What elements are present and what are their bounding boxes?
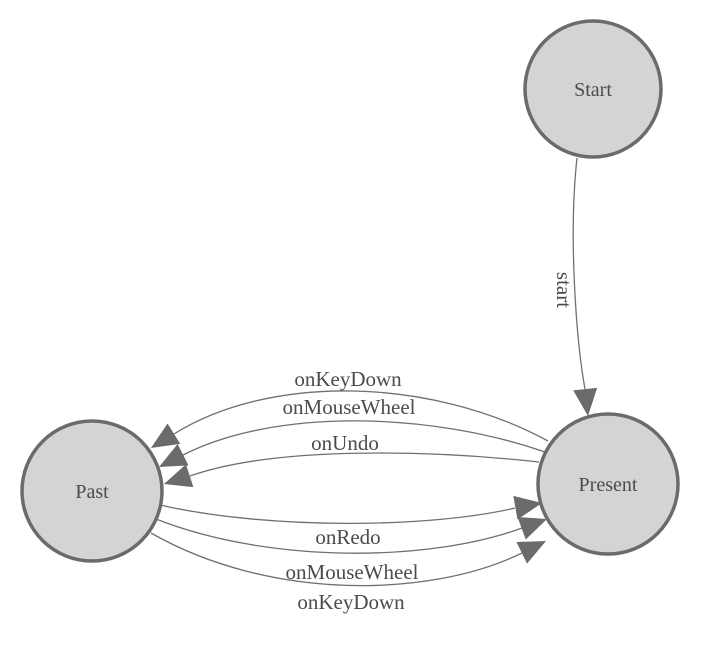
transition-past-to-present-onredo[interactable]: onRedo bbox=[159, 491, 544, 549]
edge-arrowhead-icon[interactable] bbox=[145, 423, 181, 459]
edge-label-onredo: onRedo bbox=[315, 525, 380, 549]
edge-label-onmousewheel: onMouseWheel bbox=[283, 395, 416, 419]
state-circle[interactable] bbox=[20, 419, 164, 563]
edge-path[interactable] bbox=[173, 390, 549, 442]
edge-path[interactable] bbox=[189, 452, 540, 477]
edge-label-onundo: onUndo bbox=[311, 431, 379, 455]
edge-label-onmousewheel: onMouseWheel bbox=[286, 560, 419, 584]
edge-label-start: start bbox=[552, 272, 576, 308]
state-circle[interactable] bbox=[523, 19, 663, 159]
transition-past-to-present-onmousewheel[interactable]: onMouseWheel bbox=[155, 508, 552, 584]
edge-arrowhead-icon[interactable] bbox=[160, 464, 194, 495]
edge-arrowhead-icon[interactable] bbox=[513, 491, 544, 520]
edge-arrowhead-icon[interactable] bbox=[154, 444, 189, 478]
edge-arrowhead-icon[interactable] bbox=[573, 387, 600, 417]
state-label-start: Start bbox=[574, 79, 612, 101]
transition-present-to-past-onundo[interactable]: onUndo bbox=[160, 431, 540, 495]
state-node-past[interactable]: Past bbox=[20, 419, 164, 563]
transition-present-to-past-onkeydown[interactable]: onKeyDown bbox=[145, 367, 549, 459]
edge-arrowhead-icon[interactable] bbox=[517, 508, 552, 540]
edge-path[interactable] bbox=[159, 504, 516, 524]
transition-present-to-past-onmousewheel[interactable]: onMouseWheel bbox=[154, 395, 546, 478]
edge-label-onkeydown: onKeyDown bbox=[294, 367, 402, 391]
edge-path[interactable] bbox=[155, 518, 523, 554]
edge-path[interactable] bbox=[182, 420, 546, 456]
state-node-start[interactable]: Start bbox=[523, 19, 663, 159]
state-circle[interactable] bbox=[536, 412, 680, 556]
transition-past-to-present-onkeydown[interactable]: onKeyDown bbox=[150, 530, 551, 614]
state-label-past: Past bbox=[75, 481, 109, 503]
edge-label-onkeydown: onKeyDown bbox=[297, 590, 405, 614]
state-label-present: Present bbox=[579, 474, 638, 496]
edge-arrowhead-icon[interactable] bbox=[516, 530, 551, 564]
state-node-present[interactable]: Present bbox=[536, 412, 680, 556]
edge-path[interactable] bbox=[572, 157, 586, 390]
edge-path[interactable] bbox=[150, 532, 523, 587]
transition-start-to-present[interactable]: start bbox=[552, 157, 600, 417]
